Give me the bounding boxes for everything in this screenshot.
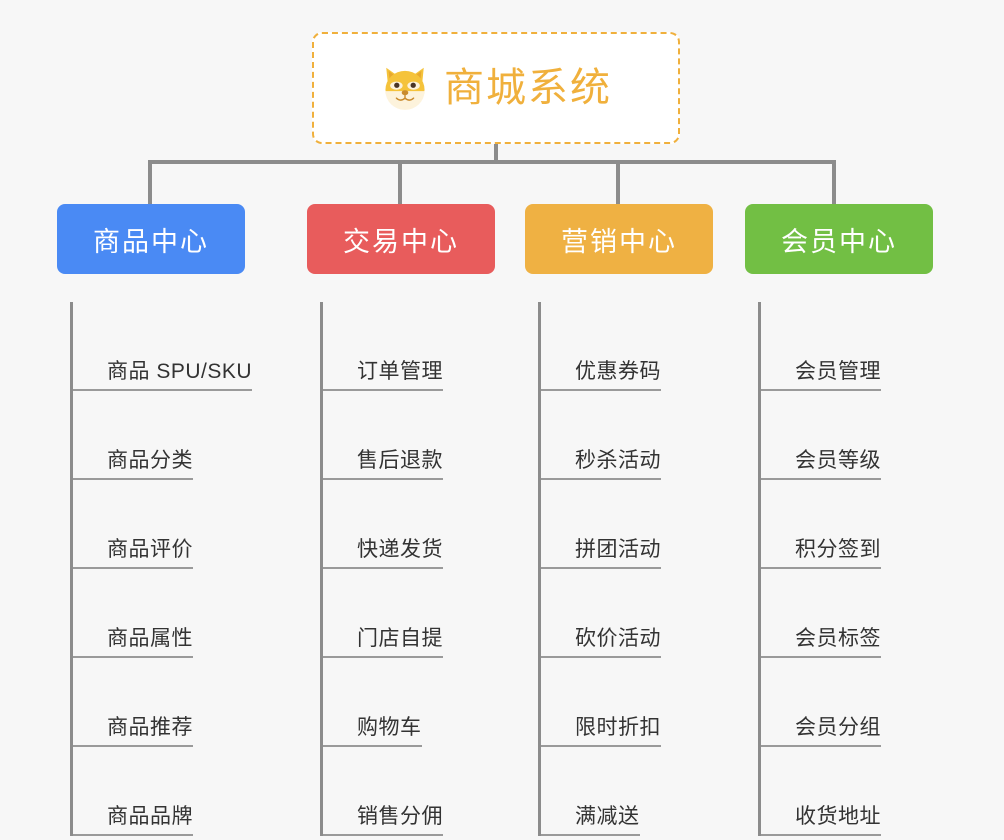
- leaf-connector: [541, 567, 575, 569]
- leaf-connector: [541, 834, 575, 836]
- leaf-item[interactable]: 拼团活动: [541, 480, 713, 569]
- leaf-label: 购物车: [357, 716, 422, 747]
- root-node[interactable]: 商城系统: [312, 32, 680, 144]
- branch-header-trade-center[interactable]: 交易中心: [307, 204, 495, 274]
- leaf-connector: [73, 567, 107, 569]
- branch-marketing-center: 营销中心 优惠券码 秒杀活动 拼团活动 砍价活动 限时折扣: [525, 204, 713, 836]
- leaf-label: 快递发货: [357, 538, 443, 569]
- leaf-item[interactable]: 积分签到: [761, 480, 933, 569]
- branch-header-label: 交易中心: [343, 226, 459, 257]
- shiba-dog-face-icon: [380, 63, 430, 113]
- leaf-label: 售后退款: [357, 449, 443, 480]
- leaf-label: 秒杀活动: [575, 449, 661, 480]
- leaf-item[interactable]: 商品推荐: [73, 658, 245, 747]
- leaf-label: 商品分类: [107, 449, 193, 480]
- leaf-item[interactable]: 会员标签: [761, 569, 933, 658]
- leaf-list-marketing-center: 优惠券码 秒杀活动 拼团活动 砍价活动 限时折扣 满减送: [538, 302, 713, 836]
- leaf-connector: [323, 389, 357, 391]
- branch-trade-center: 交易中心 订单管理 售后退款 快递发货 门店自提 购物车: [307, 204, 495, 836]
- branch-header-member-center[interactable]: 会员中心: [745, 204, 933, 274]
- leaf-connector: [541, 389, 575, 391]
- connector-drop-3: [616, 160, 620, 204]
- branch-header-label: 会员中心: [781, 226, 897, 257]
- leaf-connector: [323, 478, 357, 480]
- leaf-item[interactable]: 销售分佣: [323, 747, 495, 836]
- connector-drop-2: [398, 160, 402, 204]
- leaf-item[interactable]: 商品分类: [73, 391, 245, 480]
- leaf-label: 满减送: [575, 805, 640, 836]
- leaf-label: 销售分佣: [357, 805, 443, 836]
- connector-drop-4: [832, 160, 836, 204]
- leaf-connector: [761, 834, 795, 836]
- leaf-connector: [73, 389, 107, 391]
- leaf-item[interactable]: 秒杀活动: [541, 391, 713, 480]
- leaf-connector: [761, 567, 795, 569]
- leaf-label: 商品品牌: [107, 805, 193, 836]
- leaf-label: 商品评价: [107, 538, 193, 569]
- leaf-item[interactable]: 商品评价: [73, 480, 245, 569]
- branch-header-product-center[interactable]: 商品中心: [57, 204, 245, 274]
- leaf-connector: [323, 656, 357, 658]
- leaf-connector: [323, 567, 357, 569]
- leaf-list-trade-center: 订单管理 售后退款 快递发货 门店自提 购物车 销售分佣: [320, 302, 495, 836]
- root-title: 商城系统: [444, 66, 612, 110]
- leaf-label: 会员标签: [795, 627, 881, 658]
- branch-header-label: 商品中心: [93, 226, 209, 257]
- leaf-item[interactable]: 商品品牌: [73, 747, 245, 836]
- leaf-connector: [73, 745, 107, 747]
- leaf-connector: [761, 478, 795, 480]
- leaf-item[interactable]: 快递发货: [323, 480, 495, 569]
- leaf-connector: [73, 656, 107, 658]
- leaf-label: 会员等级: [795, 449, 881, 480]
- leaf-connector: [323, 834, 357, 836]
- branch-header-marketing-center[interactable]: 营销中心: [525, 204, 713, 274]
- leaf-label: 拼团活动: [575, 538, 661, 569]
- leaf-connector: [323, 745, 357, 747]
- leaf-list-member-center: 会员管理 会员等级 积分签到 会员标签 会员分组 收货地址: [758, 302, 933, 836]
- leaf-item[interactable]: 会员等级: [761, 391, 933, 480]
- leaf-label: 积分签到: [795, 538, 881, 569]
- leaf-connector: [761, 656, 795, 658]
- leaf-connector: [73, 478, 107, 480]
- leaf-item[interactable]: 砍价活动: [541, 569, 713, 658]
- branch-member-center: 会员中心 会员管理 会员等级 积分签到 会员标签 会员分组: [745, 204, 933, 836]
- leaf-item[interactable]: 门店自提: [323, 569, 495, 658]
- leaf-label: 门店自提: [357, 627, 443, 658]
- branch-product-center: 商品中心 商品 SPU/SKU 商品分类 商品评价 商品属性 商品推荐: [57, 204, 253, 836]
- leaf-label: 限时折扣: [575, 716, 661, 747]
- connector-stem: [494, 144, 498, 162]
- leaf-connector: [73, 834, 107, 836]
- leaf-connector: [541, 478, 575, 480]
- leaf-item[interactable]: 商品 SPU/SKU: [73, 302, 253, 391]
- leaf-item[interactable]: 商品属性: [73, 569, 245, 658]
- leaf-item[interactable]: 优惠券码: [541, 302, 713, 391]
- leaf-item[interactable]: 满减送: [541, 747, 713, 836]
- leaf-label: 会员管理: [795, 360, 881, 391]
- leaf-item[interactable]: 购物车: [323, 658, 495, 747]
- leaf-item[interactable]: 限时折扣: [541, 658, 713, 747]
- leaf-item[interactable]: 订单管理: [323, 302, 495, 391]
- leaf-connector: [541, 745, 575, 747]
- leaf-label: 商品 SPU/SKU: [107, 360, 253, 391]
- leaf-label: 商品推荐: [107, 716, 193, 747]
- leaf-item[interactable]: 会员分组: [761, 658, 933, 747]
- leaf-label: 订单管理: [357, 360, 443, 391]
- leaf-connector: [541, 656, 575, 658]
- leaf-item[interactable]: 售后退款: [323, 391, 495, 480]
- connector-horizontal-bus: [148, 160, 834, 164]
- leaf-label: 商品属性: [107, 627, 193, 658]
- leaf-item[interactable]: 收货地址: [761, 747, 933, 836]
- leaf-label: 砍价活动: [575, 627, 661, 658]
- leaf-label: 会员分组: [795, 716, 881, 747]
- leaf-item[interactable]: 会员管理: [761, 302, 933, 391]
- leaf-label: 收货地址: [795, 805, 881, 836]
- branch-header-label: 营销中心: [561, 226, 677, 257]
- leaf-connector: [761, 745, 795, 747]
- leaf-list-product-center: 商品 SPU/SKU 商品分类 商品评价 商品属性 商品推荐 商品品牌: [70, 302, 253, 836]
- leaf-connector: [761, 389, 795, 391]
- leaf-label: 优惠券码: [575, 360, 661, 391]
- connector-drop-1: [148, 160, 152, 204]
